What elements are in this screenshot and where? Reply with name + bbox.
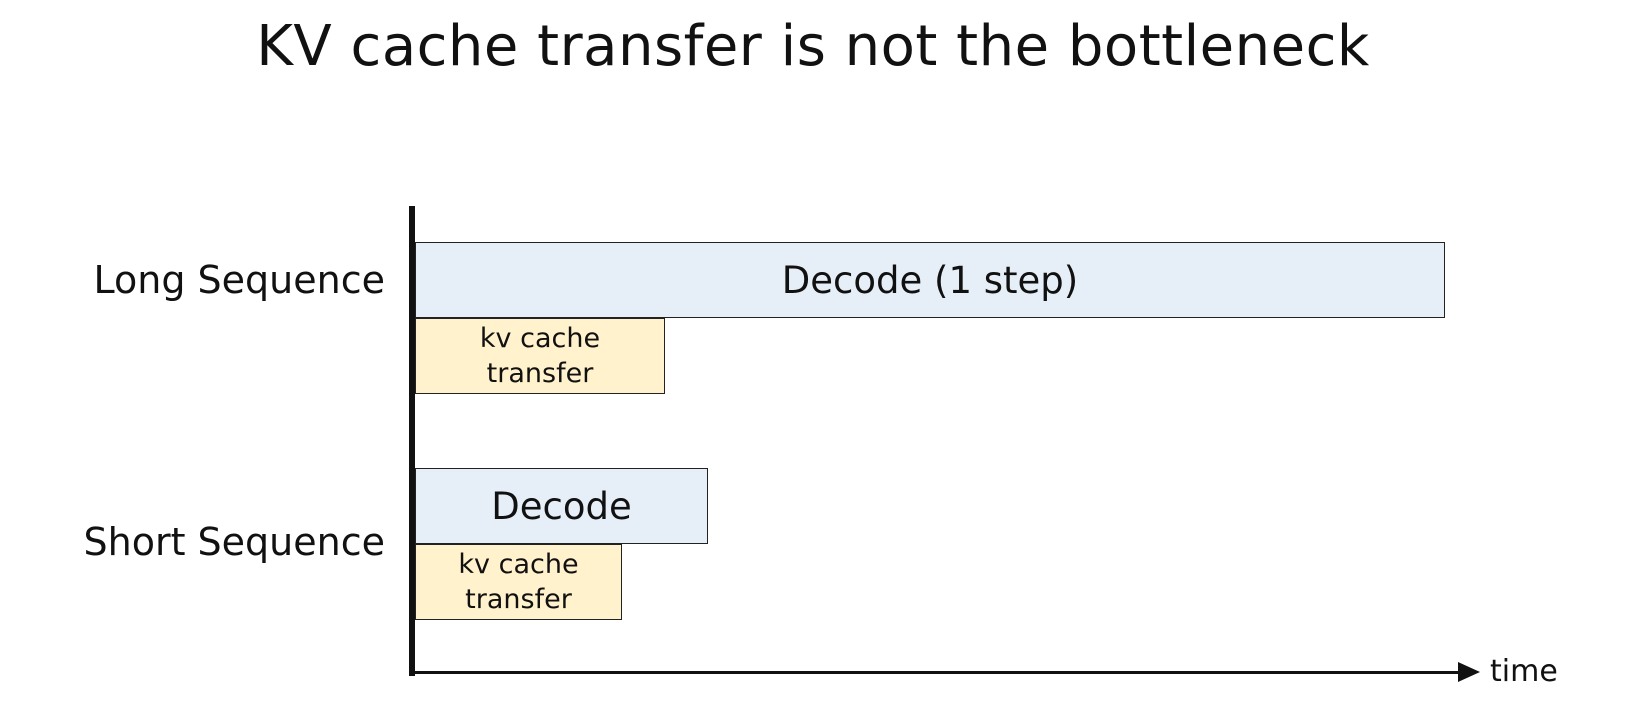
decode-label-long-sequence: Decode (1 step) (781, 258, 1079, 302)
kv-transfer-label-line1: kv cache (479, 322, 601, 354)
diagram-title: KV cache transfer is not the bottleneck (256, 14, 1370, 79)
kv-transfer-label-long-sequence: kv cache transfer (480, 321, 600, 391)
time-axis-arrow-icon (1458, 662, 1480, 682)
kv-transfer-label-line2: transfer (486, 358, 594, 389)
kv-transfer-label-line2: transfer (465, 584, 572, 615)
row-label-short-sequence: Short Sequence (83, 520, 386, 564)
decode-bar-short-sequence: Decode (415, 468, 708, 544)
row-label-long-sequence: Long Sequence (93, 258, 385, 302)
kv-transfer-label-line1: kv cache (458, 548, 579, 580)
y-axis-line (409, 206, 415, 676)
time-axis-line (409, 671, 1464, 674)
decode-bar-long-sequence: Decode (1 step) (415, 242, 1445, 318)
time-axis-label: time (1490, 654, 1558, 689)
kv-transfer-label-short-sequence: kv cache transfer (458, 547, 578, 617)
decode-label-short-sequence: Decode (491, 484, 632, 528)
kv-transfer-bar-long-sequence: kv cache transfer (415, 318, 665, 394)
kv-transfer-bar-short-sequence: kv cache transfer (415, 544, 622, 620)
